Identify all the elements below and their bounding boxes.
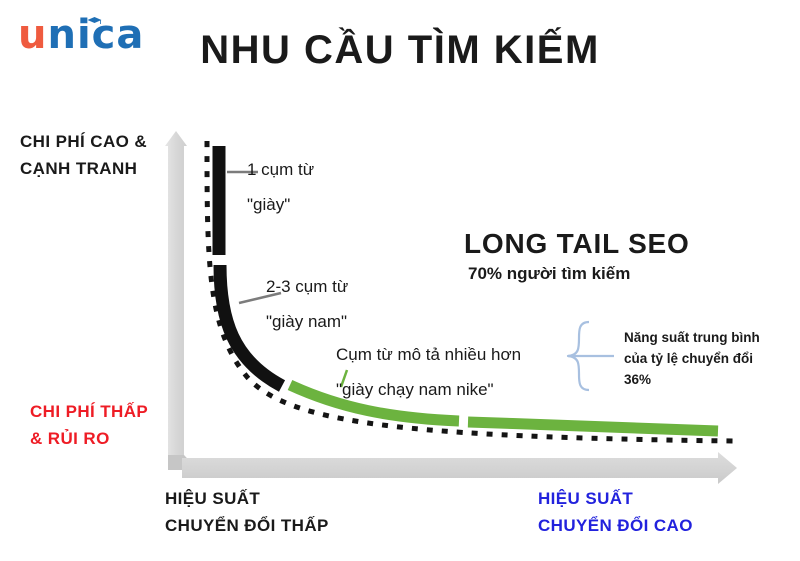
longtail-seo-subtitle: 70% người tìm kiếm (468, 264, 631, 283)
page-title: NHU CẦU TÌM KIẾM (200, 28, 600, 72)
unica-logo: unica (18, 12, 168, 58)
leader-line-mid (238, 291, 282, 305)
annotation-head-term: 1 cụm từ "giày" (247, 160, 315, 214)
curve-segment-longtail (287, 380, 460, 427)
logo-letter-u: u (18, 12, 48, 58)
y-axis-bottom-label: CHI PHÍ THẤP & RỦI RO (30, 402, 149, 448)
graduation-cap-icon (87, 17, 102, 24)
annotation-longtail-term: Cụm từ mô tả nhiều hơn "giày chạy nam ni… (336, 345, 522, 399)
curve-segment-mid (213, 264, 286, 392)
curve-segment-longtail-far (467, 416, 719, 437)
x-axis-left-label: HIỆU SUẤT CHUYỂN ĐỔI THẤP (165, 489, 329, 535)
leader-line-longtail (339, 369, 349, 388)
x-axis-arrow (182, 452, 737, 484)
conversion-rate-note: Năng suất trung bình của tỷ lệ chuyển đổ… (624, 330, 760, 387)
x-axis-right-label: HIỆU SUẤT CHUYỂN ĐỔI CAO (538, 489, 693, 535)
y-axis-arrow (165, 131, 187, 470)
y-axis-top-label: CHI PHÍ CAO & CẠNH TRANH (20, 132, 148, 178)
annotation-mid-term: 2-3 cụm từ "giày nam" (266, 277, 349, 331)
longtail-seo-title: LONG TAIL SEO (464, 228, 690, 259)
